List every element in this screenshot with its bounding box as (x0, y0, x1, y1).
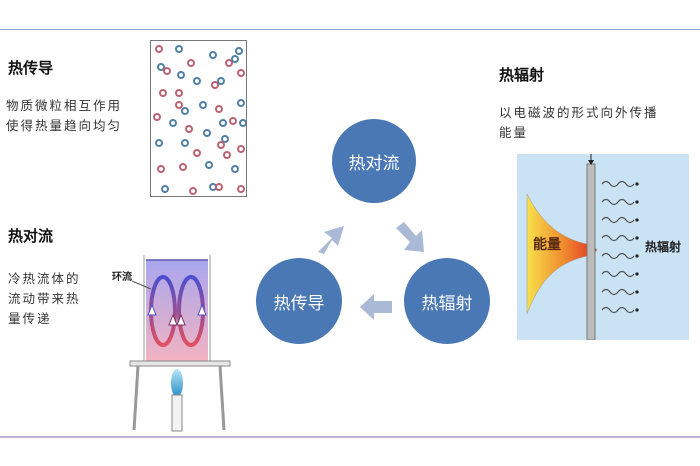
convection-description: 冷热流体的 流动带来热 量传递 (8, 269, 81, 329)
energy-label: 能量 (533, 237, 561, 253)
radiation-diagram: 能量 热辐射 (517, 154, 689, 341)
bottom-divider (0, 436, 700, 438)
convection-desc-line3: 量传递 (8, 311, 52, 326)
radiation-desc-line1: 以电磁波的形式向外传播 (499, 105, 659, 120)
cycle-node-radiation: 热辐射 (404, 258, 490, 344)
convection-desc-line1: 冷热流体的 (8, 271, 81, 286)
conduction-description: 物质微粒相互作用 使得热量趋向均匀 (6, 96, 122, 136)
radiation-description: 以电磁波的形式向外传播 能量 (499, 103, 659, 143)
cycle-node-convection: 热对流 (332, 119, 416, 203)
conduction-desc-line1: 物质微粒相互作用 (6, 98, 123, 113)
conduction-title: 热传导 (8, 59, 54, 77)
arrow-up-right-icon (318, 226, 344, 254)
circulation-label: 环流 (112, 272, 132, 283)
radiation-desc-line2: 能量 (499, 125, 529, 140)
top-divider (0, 29, 700, 30)
arrow-left-icon (360, 294, 392, 320)
particles-icon (153, 45, 247, 195)
cycle-node-conduction: 热传导 (256, 258, 342, 344)
particle-box (150, 40, 247, 197)
beaker-burner-icon (129, 255, 231, 432)
conduction-desc-line2: 使得热量趋向均匀 (6, 118, 123, 133)
radiation-diagram-icon (526, 154, 639, 341)
convection-title: 热对流 (8, 227, 54, 245)
convection-desc-line2: 流动带来热 (8, 291, 81, 306)
radiation-wave-label: 热辐射 (645, 240, 682, 254)
radiation-title: 热辐射 (499, 66, 545, 84)
convection-diagram: 环流 (112, 255, 240, 435)
arrow-down-right-icon (396, 222, 424, 252)
